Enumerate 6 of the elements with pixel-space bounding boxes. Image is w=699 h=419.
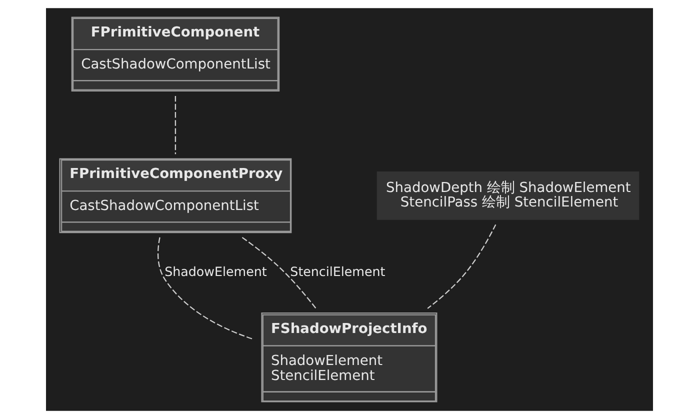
connector <box>242 236 316 309</box>
connector <box>174 96 176 154</box>
edge-label: ShadowElement <box>164 264 267 280</box>
edge-label: StencilElement <box>290 264 386 280</box>
connector <box>157 237 252 340</box>
connector <box>427 224 496 309</box>
